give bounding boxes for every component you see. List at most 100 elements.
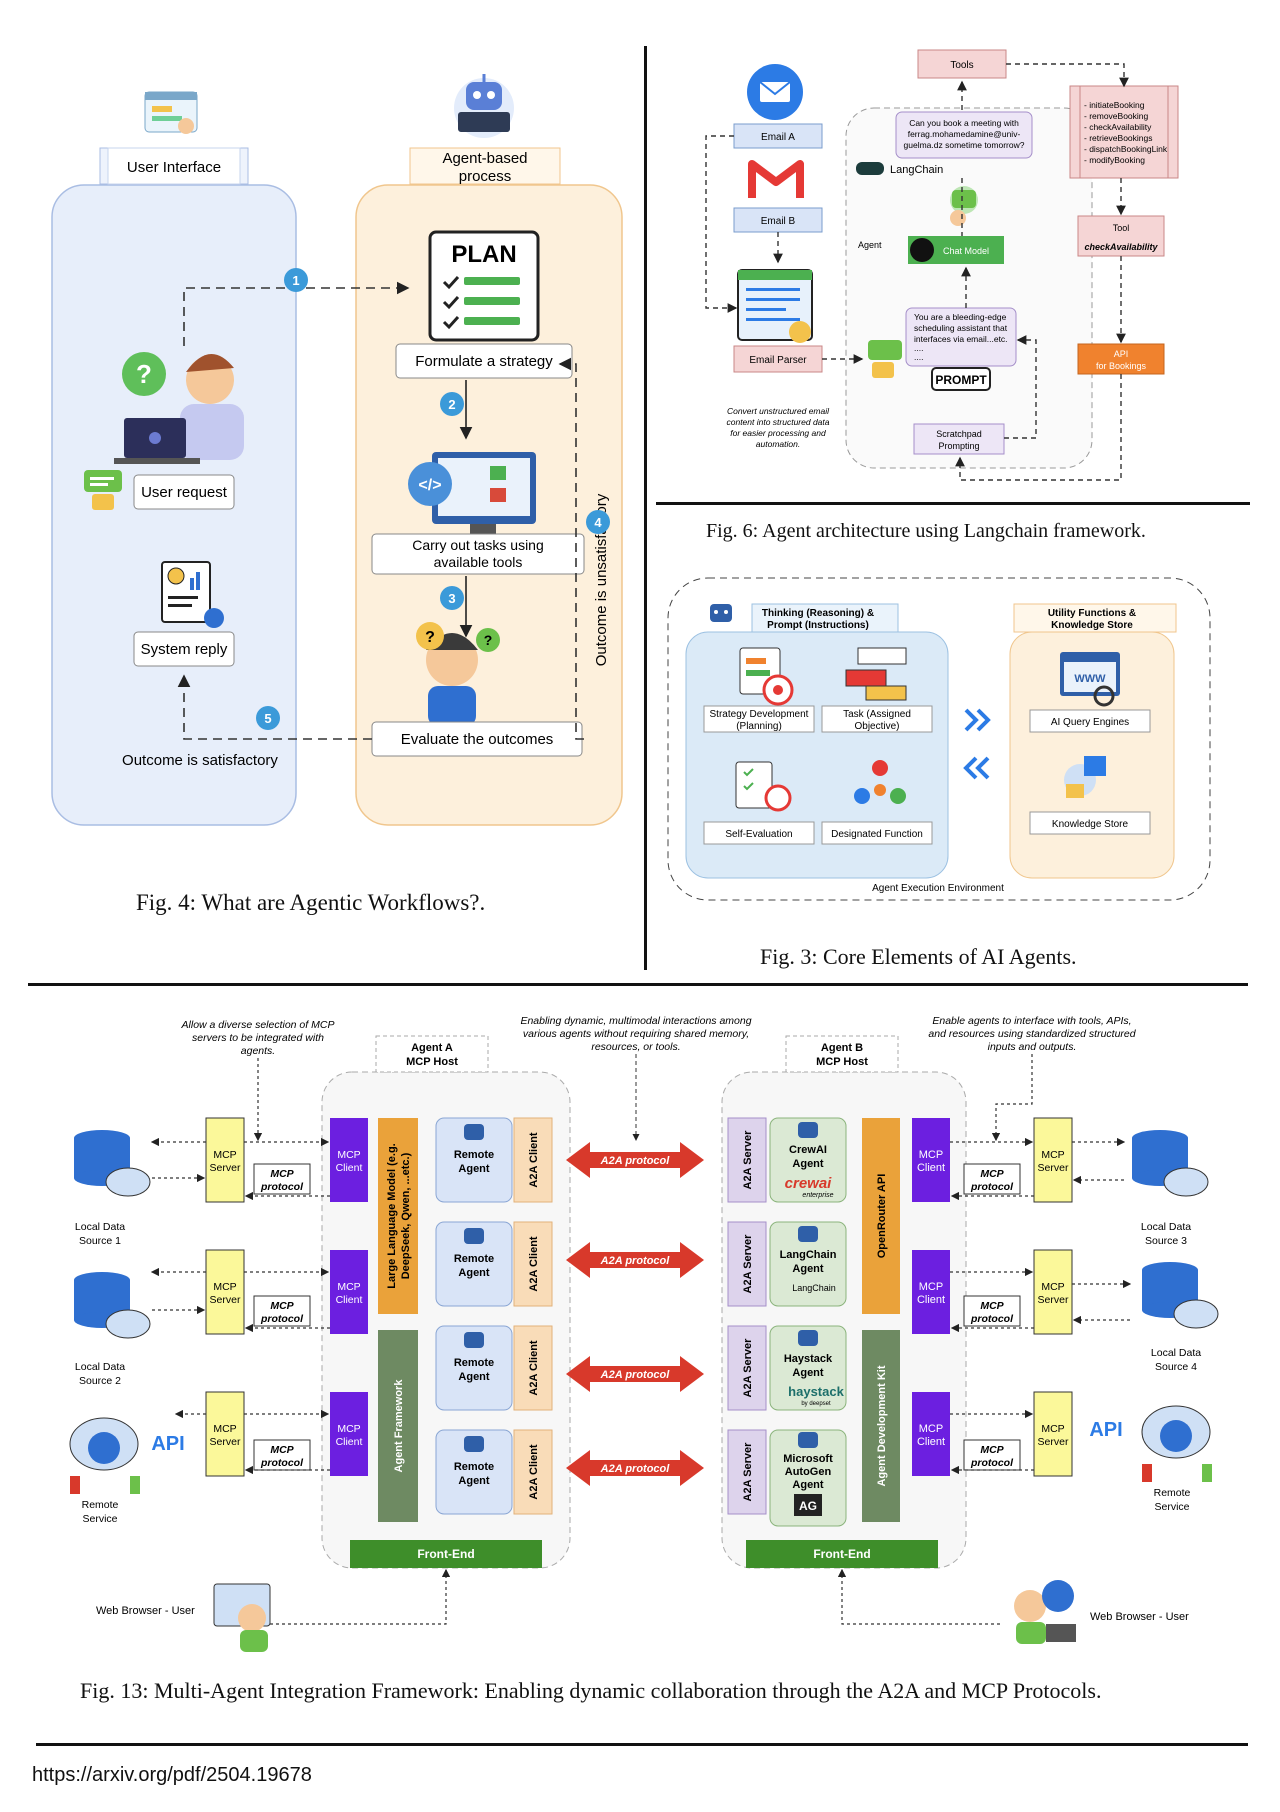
web-user-icon-right (1014, 1580, 1076, 1644)
agent-framework-bar (378, 1330, 418, 1522)
svg-text:MCP: MCP (1041, 1423, 1064, 1435)
svg-text:1: 1 (292, 273, 299, 288)
svg-text:Server: Server (210, 1294, 241, 1306)
front-end-b (746, 1540, 938, 1568)
robot-laptop-icon (454, 74, 514, 138)
svg-text:enterprise: enterprise (802, 1192, 833, 1199)
fig13-diagram: Allow a diverse selection of MCP servers… (69, 1015, 1219, 1652)
mcp-client-left-3 (330, 1392, 368, 1476)
svg-text:Carry out tasks using: Carry out tasks using (412, 537, 544, 553)
svg-text:protocol: protocol (260, 1181, 304, 1193)
cloud-globe-icon (1141, 1405, 1212, 1482)
svg-text:Agent A: Agent A (411, 1042, 453, 1054)
cloud-globe-icon (69, 1417, 140, 1494)
svg-text:protocol: protocol (970, 1313, 1014, 1325)
prompt-badge (931, 367, 991, 391)
a2a-arrow-4 (566, 1450, 704, 1486)
self-evaluation-icon (735, 761, 792, 812)
svg-text:Email B: Email B (761, 216, 796, 227)
svg-text:available tools: available tools (434, 554, 523, 570)
svg-text:3: 3 (448, 591, 455, 606)
haystack-agent (769, 1325, 847, 1411)
svg-text:agents.: agents. (241, 1045, 275, 1057)
crewai-agent (769, 1117, 847, 1203)
step-badges: 1 2 3 4 5 (256, 268, 610, 730)
column-divider (644, 46, 647, 970)
svg-text:Client: Client (917, 1162, 945, 1174)
svg-text:Remote: Remote (454, 1357, 494, 1369)
a2a-client-4 (513, 1429, 553, 1515)
svg-text:?: ? (425, 629, 435, 646)
svg-text:Client: Client (336, 1436, 363, 1448)
email-a-icon (747, 64, 803, 120)
svg-text:LangChain: LangChain (792, 1283, 836, 1293)
svg-text:Remote: Remote (454, 1149, 494, 1161)
svg-text:A2A protocol: A2A protocol (600, 1369, 671, 1381)
svg-text:Agent: Agent (792, 1158, 824, 1170)
svg-text:guelma.dz sometime tomorrow?: guelma.dz sometime tomorrow? (904, 140, 1025, 150)
svg-text:Remote: Remote (454, 1253, 494, 1265)
svg-text:Remote: Remote (1154, 1487, 1191, 1499)
database-icon (1132, 1130, 1209, 1197)
svg-text:Source 3: Source 3 (1145, 1235, 1187, 1247)
svg-text:Utility Functions &: Utility Functions & (1048, 608, 1136, 619)
svg-text:MCP: MCP (213, 1281, 236, 1293)
svg-text:Source 4: Source 4 (1155, 1361, 1197, 1373)
web-user-icon-left (213, 1583, 271, 1652)
svg-text:Agent: Agent (792, 1263, 824, 1275)
source-url[interactable]: https://arxiv.org/pdf/2504.19678 (32, 1764, 312, 1786)
svg-text:Source 2: Source 2 (79, 1375, 121, 1387)
svg-text:Agent: Agent (458, 1371, 490, 1383)
svg-text:Self-Evaluation: Self-Evaluation (725, 829, 792, 840)
svg-text:A2A protocol: A2A protocol (600, 1155, 671, 1167)
svg-text:A2A Server: A2A Server (742, 1234, 754, 1294)
svg-text:Local Data: Local Data (75, 1221, 125, 1233)
svg-text:inputs and outputs.: inputs and outputs. (988, 1041, 1077, 1053)
task-list-icon (845, 647, 907, 701)
svg-text:various agents without requiri: various agents without requiring shared … (523, 1028, 749, 1040)
svg-text:Email A: Email A (761, 132, 795, 143)
svg-text:MCP: MCP (919, 1149, 943, 1161)
svg-text:Agent: Agent (458, 1267, 490, 1279)
svg-text:Server: Server (1038, 1436, 1069, 1448)
svg-text:Designated Function: Designated Function (831, 829, 923, 840)
document-code-icon (737, 269, 813, 343)
svg-text:OpenRouter API: OpenRouter API (876, 1174, 888, 1259)
svg-text:Agent: Agent (458, 1475, 490, 1487)
query-box (895, 111, 1033, 159)
a2a-client-2 (513, 1221, 553, 1307)
a2a-server-4 (727, 1429, 767, 1515)
double-chevron-icons (963, 708, 991, 780)
svg-text:</>: </> (418, 477, 441, 494)
svg-text:Server: Server (210, 1436, 241, 1448)
report-chart-icon (161, 561, 224, 628)
svg-text:AutoGen: AutoGen (785, 1466, 832, 1478)
svg-text:Local Data: Local Data (1141, 1221, 1191, 1233)
environment-label: Agent Execution Environment (872, 883, 1004, 894)
svg-text:MCP: MCP (337, 1423, 360, 1435)
system-reply-box (133, 631, 235, 667)
langchain-agent (769, 1221, 847, 1307)
svg-text:Chat Model: Chat Model (943, 246, 989, 256)
mcp-client-left-2 (330, 1250, 368, 1334)
svg-text:crewai: crewai (785, 1175, 833, 1192)
svg-text:protocol: protocol (260, 1457, 304, 1469)
svg-text:A2A Client: A2A Client (528, 1340, 540, 1396)
svg-text:A2A Server: A2A Server (742, 1442, 754, 1502)
svg-text:MCP: MCP (980, 1444, 1004, 1456)
svg-text:content into structured data: content into structured data (726, 417, 829, 427)
svg-text:automation.: automation. (756, 439, 800, 449)
svg-text:Tool: Tool (1113, 223, 1130, 233)
svg-text:Prompt (Instructions): Prompt (Instructions) (767, 620, 869, 631)
svg-text:- retrieveBookings: - retrieveBookings (1084, 133, 1153, 143)
svg-text:by deepset: by deepset (801, 1401, 831, 1407)
a2a-arrow-3 (566, 1356, 704, 1392)
api-label-right: API (1089, 1419, 1122, 1441)
svg-text:- modifyBooking: - modifyBooking (1084, 155, 1145, 165)
svg-text:You are a bleeding-edge: You are a bleeding-edge (914, 312, 1007, 322)
mcp-client-right-1 (912, 1118, 950, 1202)
svg-text:MCP: MCP (270, 1168, 294, 1180)
browser-click-icon (144, 91, 198, 134)
outcome-unsatisfactory-label: Outcome is unsatisfactory (593, 493, 610, 666)
mcp-server-left-1 (205, 1117, 245, 1203)
